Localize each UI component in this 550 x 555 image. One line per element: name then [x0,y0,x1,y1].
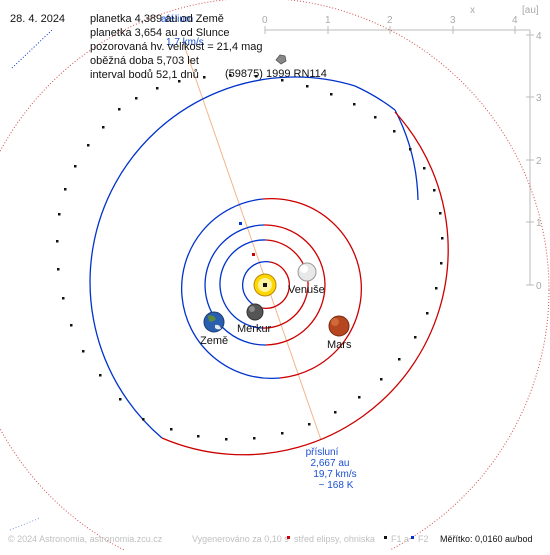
unit-label: [au] [522,5,539,16]
asteroid-icon [275,54,287,65]
venus-label: Venuše [288,284,325,296]
venus-orbit-blue [219,239,267,329]
footer-generated: Vygenerováno za 0,10 s [192,534,289,544]
info-point-interval: interval bodů 52,1 dnů [90,69,199,81]
perihelion-speed: 19,7 km/s [313,469,356,480]
asteroid-orbit-above-b [354,85,396,111]
legend-f2-marker [411,536,414,539]
y-tick-label: 4 [536,31,542,42]
x-tick-label: 3 [450,15,456,26]
mercury-icon [246,303,264,321]
info-distance-sun: planetka 3,654 au od Slunce [90,27,229,39]
aphelion-speed: 1,7 km/s [166,37,204,48]
aphelion-title: afélium [161,14,193,25]
legend-center-marker [287,536,290,539]
orbit-points [56,74,444,441]
venus-icon [297,262,317,282]
earth-orbit-blue [204,224,267,346]
info-period: oběžná doba 5,703 let [90,55,199,67]
info-block: planetka 4,389 au od Země planetka 3,654… [90,13,263,81]
sun-icon [253,273,277,297]
info-distance-earth: planetka 4,389 au od Země [90,13,224,25]
x-tick-label: 4 [512,15,518,26]
legend-center-label: střed elipsy, ohniska [294,534,375,544]
x-tick-label: 0 [262,15,268,26]
y-tick-label: 3 [536,93,542,104]
footer-scale: Měřítko: 0,0160 au/bod [440,534,533,544]
mercury-orbit-red [261,261,290,309]
axes: 0 1 2 3 4 x [au] 4 3 2 1 0 [262,5,542,292]
y-axis-ticks [526,34,534,286]
outer-orbit-faint-blue-bottom [9,517,41,531]
perihelion-title: přísluní [306,447,339,458]
mars-orbit-red [262,197,363,379]
x-axis-ticks [264,26,516,34]
x-tick-label: 2 [387,15,393,26]
legend-f1-marker [384,536,387,539]
mars-icon [328,315,350,337]
y-tick-label: 2 [536,156,542,167]
perihelion-temperature: ~ 168 K [319,480,354,491]
date-label: 28. 4. 2024 [10,13,65,25]
earth-icon [203,311,225,333]
legend-f1-label: F1 a [391,534,409,544]
asteroid-orbit-below [161,111,449,456]
venus-orbit-red [261,239,309,329]
asteroid-name: (59875) 1999 RN114 [225,68,327,80]
focus-f2-marker [239,222,242,225]
outer-orbit-faint-blue [11,29,53,69]
mars-orbit-blue [180,198,281,380]
x-tick-label: 1 [325,15,331,26]
x-axis-label: x [470,5,475,16]
y-tick-label: 1 [536,218,542,229]
mercury-label: Merkur [237,323,272,335]
legend-f2-label: F2 [418,534,429,544]
asteroid-orbit-above [89,76,419,439]
earth-label: Země [200,335,228,347]
y-tick-label: 0 [536,281,542,292]
footer-copyright: © 2024 Astronomia, astronomia.zcu.cz [8,534,163,544]
mars-label: Mars [327,339,352,351]
ellipse-center-marker [252,253,255,256]
earth-orbit-red [263,224,326,346]
info-magnitude: pozorovaná hv. velikost = 21,4 mag [90,41,263,53]
perihelion-distance: 2,667 au [311,458,350,469]
footer: © 2024 Astronomia, astronomia.zcu.cz Vyg… [8,534,533,544]
